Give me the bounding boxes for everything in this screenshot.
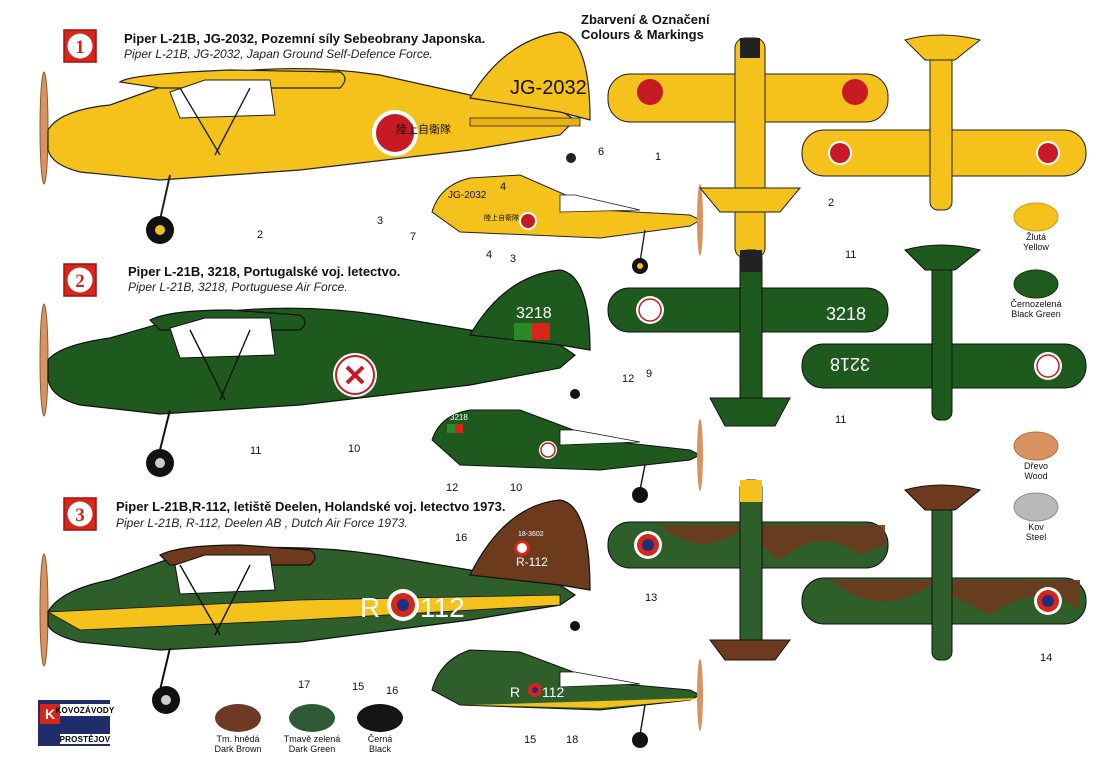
logo-brand-top: KOVOZÁVODY: [56, 706, 115, 715]
serial-r-prefix: R: [360, 592, 380, 623]
profile-3-title-en: Piper L-21B, R-112, Deelen AB , Dutch Ai…: [116, 516, 408, 530]
profile-1-top-view: [607, 37, 889, 259]
callout-numbers: 1 2 2 3 3 4 4 6 7 9 10 10 11 11 11 12 12…: [250, 146, 1052, 746]
serial-small-2: 3218: [450, 413, 468, 422]
serial-112: 112: [420, 592, 465, 623]
profile-3-small-view: R 112: [431, 649, 703, 748]
callout-15b: 15: [524, 734, 536, 746]
header-title-en: Colours & Markings: [581, 27, 704, 42]
callout-11c: 11: [835, 414, 846, 426]
callout-14: 14: [1040, 652, 1052, 664]
swatch-dark-brown: Tm. hnědá Dark Brown: [214, 704, 262, 754]
callout-10b: 10: [510, 482, 522, 494]
profile-3-title-cz: Piper L-21B,R-112, letiště Deelen, Holan…: [116, 499, 506, 514]
callout-16a: 16: [455, 532, 467, 544]
swatch-dark-brown-en: Dark Brown: [214, 744, 261, 754]
profile-1-title-cz: Piper L-21B, JG-2032, Pozemní síly Sebeo…: [124, 31, 486, 46]
swatch-dark-green-cz: Tmavě zelená: [284, 734, 341, 744]
profile-number-badge-2: 2: [63, 263, 97, 297]
swatch-black-en: Black: [369, 744, 392, 754]
swatch-yellow-en: Yellow: [1023, 242, 1049, 252]
logo-letter: K: [45, 706, 55, 722]
callout-1: 1: [655, 151, 661, 163]
callout-16b: 16: [386, 685, 398, 697]
callout-15a: 15: [352, 681, 364, 693]
profile-2-bottom-view: 3218: [801, 244, 1087, 421]
swatch-dark-brown-cz: Tm. hnědá: [216, 734, 259, 744]
swatch-wood: Dřevo Wood: [1013, 431, 1059, 481]
callout-6: 6: [598, 146, 604, 158]
swatch-dark-green-en: Dark Green: [289, 744, 336, 754]
profile-3-side-view: 3 R-112 18-3602 R 112: [39, 497, 591, 714]
profile-2-title-cz: Piper L-21B, 3218, Portugalské voj. lete…: [128, 264, 401, 279]
callout-17: 17: [298, 679, 310, 691]
kanji-marking: 陸上自衛隊: [396, 122, 451, 136]
swatch-steel-cz: Kov: [1028, 522, 1044, 532]
callout-2b: 2: [828, 197, 834, 209]
swatch-yellow-cz: Žlutá: [1026, 232, 1046, 242]
profile-number-2: 2: [75, 271, 85, 292]
serial-bottom-3218: 3218: [830, 354, 870, 374]
callout-11a: 11: [250, 445, 261, 457]
profile-1-bottom-view: [801, 34, 1087, 211]
profile-2-title-en: Piper L-21B, 3218, Portuguese Air Force.: [128, 280, 348, 294]
profile-number-1: 1: [75, 37, 85, 58]
callout-3b: 3: [510, 253, 516, 265]
serial-small-1: JG-2032: [448, 190, 487, 201]
swatch-black-green-en: Black Green: [1011, 309, 1061, 319]
callout-4a: 4: [500, 181, 506, 193]
swatch-wood-en: Wood: [1024, 471, 1047, 481]
callout-11b: 11: [845, 249, 856, 261]
callout-10a: 10: [348, 443, 360, 455]
callout-4b: 4: [486, 249, 492, 261]
serial-3218: 3218: [516, 305, 552, 322]
profile-2-side-view: 2 3218: [39, 263, 591, 477]
swatch-yellow: Žlutá Yellow: [1013, 202, 1059, 252]
serial-small-112: 112: [542, 684, 565, 700]
serial-jg-2032: JG-2032: [510, 77, 587, 99]
callout-13: 13: [645, 592, 657, 604]
profile-2-top-view: 3218: [607, 249, 889, 427]
kovozavody-logo: K KOVOZÁVODY PROSTĚJOV: [38, 700, 115, 746]
tail-code-r112: R-112: [516, 555, 548, 569]
swatch-black-green: Černozelená Black Green: [1010, 269, 1062, 319]
swatch-black: Černá Black: [357, 704, 403, 754]
profile-number-badge-3: 3: [63, 497, 97, 531]
callout-18: 18: [566, 734, 578, 746]
callout-7: 7: [410, 231, 416, 243]
swatch-steel: Kov Steel: [1013, 492, 1059, 542]
swatch-dark-green: Tmavě zelená Dark Green: [284, 704, 341, 754]
profile-1-small-view: JG-2032 陸上自衛隊: [431, 174, 703, 274]
callout-3a: 3: [377, 215, 383, 227]
kanji-small: 陸上自衛隊: [484, 213, 519, 222]
header-title-cz: Zbarvení & Označení: [581, 12, 710, 27]
callout-12a: 12: [446, 482, 458, 494]
swatch-wood-cz: Dřevo: [1024, 461, 1048, 471]
swatch-steel-en: Steel: [1026, 532, 1047, 542]
serial-top-3218: 3218: [826, 304, 866, 324]
logo-brand-bottom: PROSTĚJOV: [60, 735, 111, 744]
tail-small-code: 18-3602: [518, 531, 544, 538]
profile-number-3: 3: [75, 505, 85, 526]
serial-small-r: R: [510, 684, 520, 700]
callout-2a: 2: [257, 229, 263, 241]
profile-3-top-view: [607, 479, 889, 661]
callout-9: 9: [646, 368, 652, 380]
swatch-black-green-cz: Černozelená: [1010, 299, 1061, 309]
swatch-black-cz: Černá: [368, 734, 393, 744]
profile-1-side-view: 1 陸上自衛隊 JG-2032: [39, 29, 591, 244]
propeller: [39, 71, 49, 185]
profile-3-bottom-view: [801, 484, 1087, 661]
profile-number-badge-1: 1: [63, 29, 97, 63]
profile-2-small-view: 3218: [431, 409, 703, 503]
callout-12b: 12: [622, 373, 634, 385]
profile-1-title-en: Piper L-21B, JG-2032, Japan Ground Self-…: [124, 47, 433, 61]
